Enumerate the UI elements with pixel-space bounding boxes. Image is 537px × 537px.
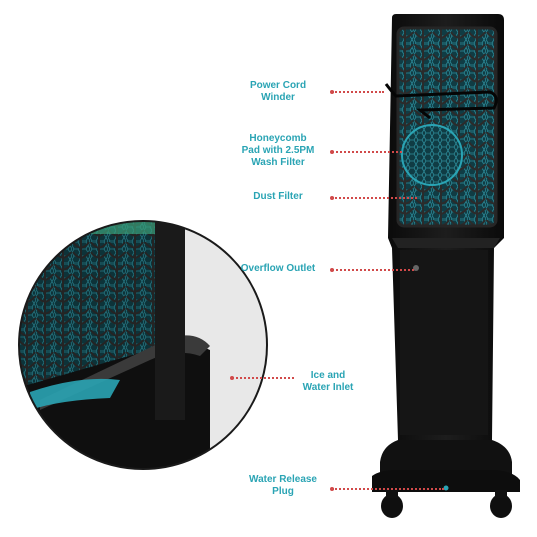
leader-dot — [330, 90, 334, 94]
caster-wheel — [381, 494, 403, 518]
label-water-release-plug: Water Release Plug — [249, 474, 317, 497]
honeycomb-pad-zoom — [401, 124, 463, 186]
leader-line — [332, 488, 444, 490]
caster-wheel — [490, 494, 512, 518]
label-overflow-outlet: Overflow Outlet — [240, 263, 316, 274]
leader-dot — [330, 268, 334, 272]
label-honeycomb-pad: Honeycomb Pad with 2.5PM Wash Filter — [241, 133, 315, 168]
cooler-tower — [372, 14, 520, 518]
label-power-cord-winder: Power Cord Winder — [249, 80, 307, 103]
leader-dot — [230, 376, 234, 380]
leader-dot — [330, 196, 334, 200]
ice-water-inlet-zoom — [18, 220, 268, 470]
leader-line — [232, 377, 294, 379]
label-ice-water-inlet: Ice and Water Inlet — [302, 370, 354, 393]
leader-line — [332, 197, 417, 199]
leader-dot — [330, 487, 334, 491]
label-dust-filter: Dust Filter — [253, 191, 303, 202]
leader-line — [332, 151, 402, 153]
power-cord — [384, 83, 498, 120]
overflow-outlet-port — [413, 265, 419, 271]
water-release-plug-marker — [443, 485, 449, 491]
leader-dot — [330, 150, 334, 154]
leader-line — [332, 91, 384, 93]
leader-line — [332, 269, 414, 271]
